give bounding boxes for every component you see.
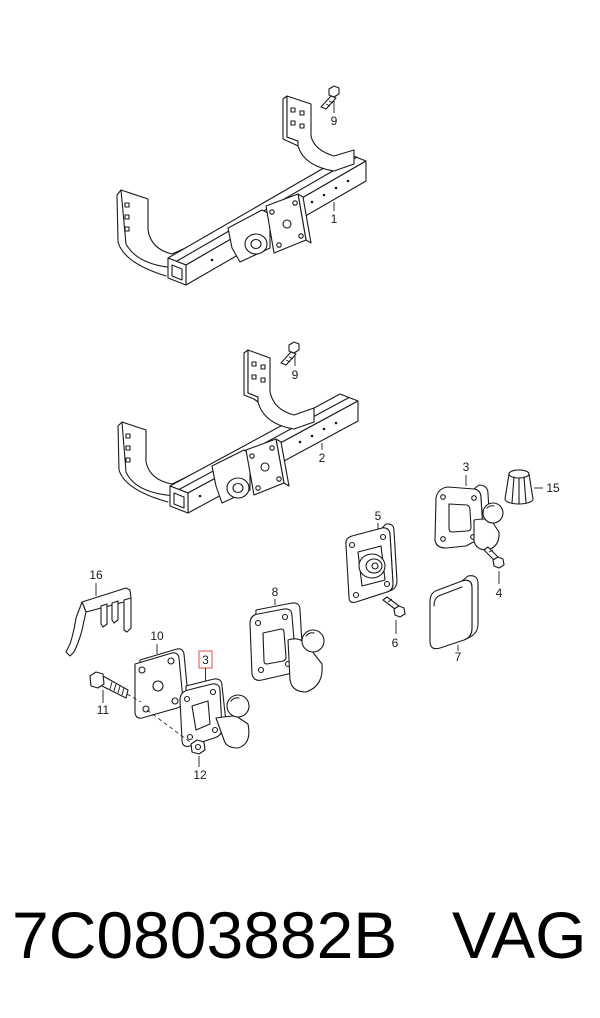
bolt-long	[89, 671, 129, 699]
callout-bolt-long: 11	[97, 690, 110, 717]
callout-number-1: 1	[331, 212, 338, 226]
bolt-upper	[320, 85, 340, 110]
callout-bracket: 16	[89, 568, 103, 596]
spacer-plate	[134, 648, 189, 719]
nut	[190, 739, 206, 755]
callout-number-9: 9	[331, 114, 338, 128]
callout-frame-lower: 2	[319, 443, 326, 465]
callout-number-9: 9	[292, 368, 299, 382]
part-number: 7C0803882B	[12, 898, 397, 972]
callout-number-2: 2	[319, 451, 326, 465]
tow-ball-hitch-flange	[249, 602, 325, 693]
callout-nut: 12	[193, 756, 207, 782]
callout-number-16: 16	[89, 568, 103, 582]
bolt-plate	[382, 596, 406, 618]
socket-plate	[345, 523, 398, 603]
callout-number-6: 6	[392, 636, 399, 650]
towbar-frame-upper	[116, 95, 367, 286]
callout-number-11: 11	[97, 703, 110, 717]
hitch-cover	[429, 575, 479, 650]
callout-hitch-flange: 8	[272, 585, 279, 605]
callout-spacer-plate: 10	[150, 629, 164, 654]
callout-bolt-upper: 9	[331, 101, 338, 128]
bolt-hitch-upper	[483, 546, 505, 569]
callout-cover: 7	[455, 645, 462, 664]
callout-hitch-highlighted: 3	[198, 650, 213, 681]
callout-bolt-middle: 9	[292, 356, 299, 382]
rubber-cap	[504, 469, 534, 505]
mounting-bracket	[65, 587, 132, 657]
callout-number-8: 8	[272, 585, 279, 599]
callout-bolt-plate: 6	[392, 620, 399, 650]
assembly-dashed-lines	[126, 693, 191, 743]
tow-ball-hitch-highlighted	[179, 678, 250, 749]
callout-frame-upper: 1	[331, 202, 338, 226]
callout-number-4: 4	[496, 586, 503, 600]
tow-ball-hitch-upper	[434, 484, 504, 551]
brand-label: VAG	[452, 898, 586, 972]
callout-hitch-upper: 3	[463, 460, 470, 486]
callout-socket-plate: 5	[375, 509, 382, 529]
callout-number-5: 5	[375, 509, 382, 523]
callout-number-10: 10	[150, 629, 164, 643]
callout-number-3-highlighted: 3	[202, 653, 209, 667]
callout-number-7: 7	[455, 650, 462, 664]
callout-bolt-hitch-upper: 4	[496, 571, 503, 600]
towbar-frame-lower	[117, 349, 359, 514]
bolt-middle	[280, 341, 300, 366]
callout-number-3: 3	[463, 460, 470, 474]
callout-number-15: 15	[546, 481, 560, 495]
callout-cap: 15	[534, 481, 560, 495]
callout-number-12: 12	[193, 768, 207, 782]
